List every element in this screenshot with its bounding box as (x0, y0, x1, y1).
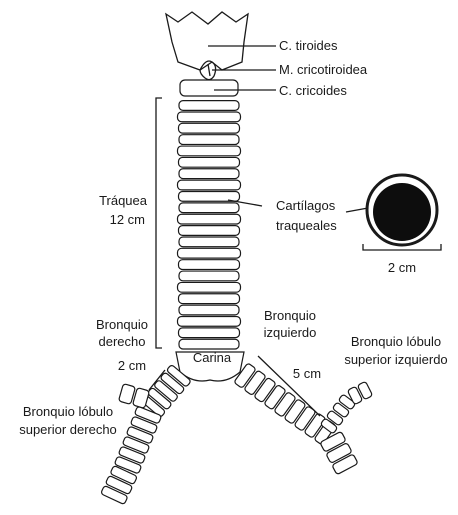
tracheal-ring (179, 328, 240, 338)
tracheal-ring (179, 157, 240, 167)
tracheal-ring (178, 282, 241, 292)
leader-cross-section (346, 208, 368, 212)
tracheal-ring (179, 260, 240, 270)
label-cricoid-cartilage: C. cricoides (279, 83, 347, 98)
label-trachea: Tráquea (99, 193, 148, 208)
label-left-upper-lobe-bronchus-2: superior izquierdo (344, 352, 447, 367)
tracheal-rings (178, 101, 241, 349)
label-tracheal-cartilages: Cartílagos (276, 198, 336, 213)
label-trachea-length: 12 cm (110, 212, 145, 227)
trachea-length-bracket (156, 98, 162, 348)
tracheal-ring (178, 146, 241, 156)
tracheal-ring (179, 101, 239, 111)
tracheal-ring (179, 203, 239, 213)
tracheal-ring (179, 123, 240, 133)
tracheal-ring (178, 214, 241, 224)
label-cross-section-width: 2 cm (388, 260, 416, 275)
tracheal-ring (179, 305, 239, 315)
tracheal-ring (178, 317, 241, 327)
tracheal-ring (179, 169, 239, 179)
label-tracheal-cartilages-2: traqueales (276, 218, 337, 233)
label-left-bronchus: Bronquio (264, 308, 316, 323)
label-left-bronchus-length: 5 cm (293, 366, 321, 381)
cricoid-cartilage (180, 80, 238, 96)
label-right-bronchus: Bronquio (96, 317, 148, 332)
tracheal-ring (179, 226, 240, 236)
label-carina: Carina (193, 350, 232, 365)
cross-section-lumen (373, 183, 431, 241)
label-right-bronchus-length: 2 cm (118, 358, 146, 373)
tracheal-ring (179, 294, 240, 304)
label-right-upper-lobe-bronchus-2: superior derecho (19, 422, 117, 437)
tracheal-ring (178, 180, 241, 190)
tracheal-ring (179, 271, 239, 281)
tracheal-ring (179, 135, 239, 145)
label-right-upper-lobe-bronchus: Bronquio lóbulo (23, 404, 113, 419)
label-cricothyroid-muscle: M. cricotiroidea (279, 62, 368, 77)
tracheal-ring (179, 237, 239, 247)
tracheal-ring (178, 112, 241, 122)
tracheal-ring (179, 339, 239, 349)
label-left-upper-lobe-bronchus: Bronquio lóbulo (351, 334, 441, 349)
label-left-bronchus-2: izquierdo (264, 325, 317, 340)
label-thyroid-cartilage: C. tiroides (279, 38, 338, 53)
tracheal-ring (178, 248, 241, 258)
label-right-bronchus-2: derecho (99, 334, 146, 349)
